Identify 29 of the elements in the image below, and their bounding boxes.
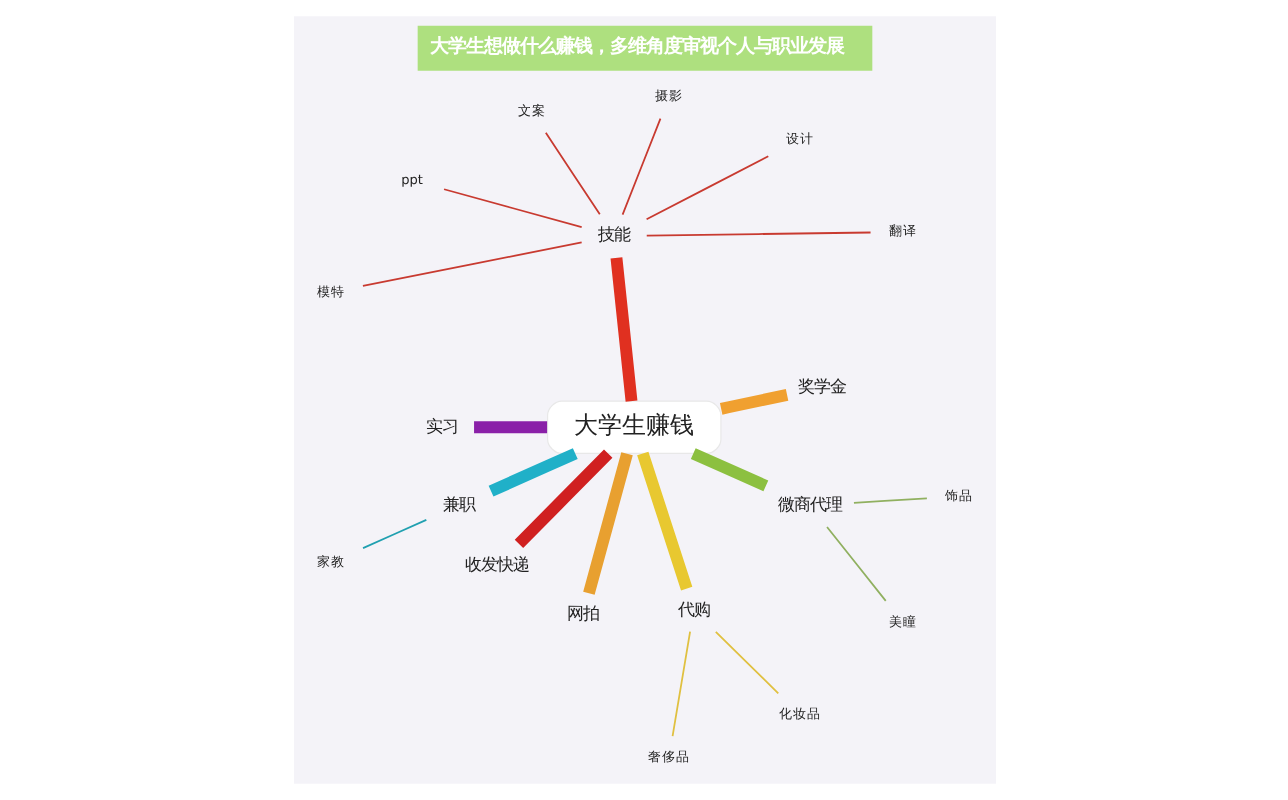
node-text: 网拍 xyxy=(565,603,598,624)
connector xyxy=(543,131,600,216)
node-text: 微商代理 xyxy=(776,493,841,514)
connector xyxy=(620,117,661,216)
connector xyxy=(644,231,871,237)
connector xyxy=(718,389,788,415)
connector xyxy=(361,519,427,549)
connector xyxy=(644,155,769,221)
connector xyxy=(852,497,927,504)
diagram-title: 大学生想做什么赚钱，多维角度审视个人与职业发展 xyxy=(429,35,844,58)
node-text: 实习 xyxy=(424,415,457,436)
connector xyxy=(442,188,582,228)
node-text: 兼职 xyxy=(441,493,474,514)
connector xyxy=(513,449,612,549)
connector xyxy=(609,257,637,402)
node-box: 大学生赚钱 xyxy=(546,400,721,454)
connector xyxy=(689,448,768,492)
connector xyxy=(636,451,692,591)
connector xyxy=(582,452,632,595)
node-text: 技能 xyxy=(597,224,630,245)
node-text: 收发快递 xyxy=(464,553,529,574)
connector xyxy=(473,421,547,434)
connector xyxy=(487,448,577,497)
connector xyxy=(670,630,690,738)
connector xyxy=(361,241,582,287)
connector xyxy=(713,631,779,695)
node-text: 奖学金 xyxy=(797,375,846,396)
node-text: 代购 xyxy=(676,598,709,619)
connector xyxy=(825,526,886,602)
